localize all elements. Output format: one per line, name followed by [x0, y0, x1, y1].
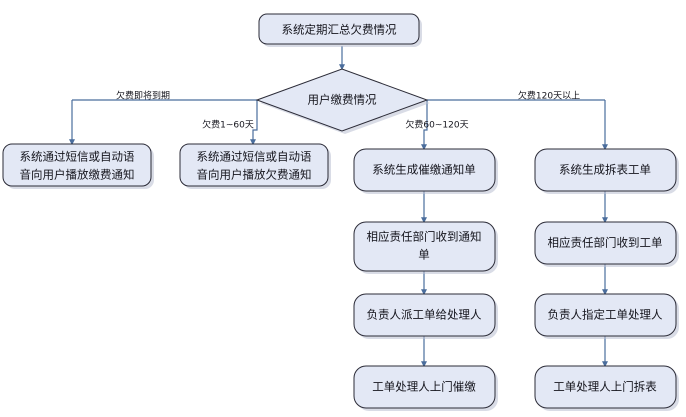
node-manager-dispatch-order-label: 负责人派工单给处理人 — [367, 308, 482, 322]
node-summary-box — [258, 13, 420, 45]
node-handler-onsite-dunning[interactable]: 工单处理人上门催缴 — [353, 365, 498, 411]
node-department-receives-order-box — [534, 221, 677, 265]
edge-decision-to-sms-arrears-notice — [250, 100, 258, 146]
node-sms-payment-notice-label-line1: 系统通过短信或自动语 — [20, 150, 135, 164]
node-handler-onsite-removal-box — [534, 365, 677, 409]
node-generate-meter-removal-order-label: 系统生成拆表工单 — [559, 163, 651, 177]
connector-layer — [69, 46, 608, 368]
node-sms-payment-notice[interactable]: 系统通过短信或自动语 音向用户播放缴费通知 — [2, 143, 154, 189]
node-department-receives-order-label: 相应责任部门收到工单 — [548, 236, 663, 250]
node-manager-dispatch-order-box — [353, 293, 496, 337]
node-handler-onsite-removal[interactable]: 工单处理人上门拆表 — [534, 365, 679, 411]
node-handler-onsite-dunning-box — [353, 365, 496, 409]
edge-label-layer: 欠费即将到期 欠费1~60天 欠费60~120天 欠费120天以上 — [116, 90, 580, 131]
node-handler-onsite-removal-label: 工单处理人上门拆表 — [553, 380, 657, 394]
node-generate-meter-removal-order-box — [534, 148, 677, 192]
node-generate-meter-removal-order[interactable]: 系统生成拆表工单 — [534, 148, 679, 194]
node-manager-assign-handler-box — [534, 293, 677, 337]
node-department-receives-notice[interactable]: 相应责任部门收到通知 单 — [353, 221, 498, 274]
node-summary[interactable]: 系统定期汇总欠费情况 — [258, 13, 422, 47]
node-sms-arrears-notice-label-line1: 系统通过短信或自动语 — [197, 150, 312, 164]
node-decision-label: 用户缴费情况 — [308, 93, 377, 107]
node-decision-diamond — [255, 68, 429, 132]
edge-label-120-plus: 欠费120天以上 — [518, 90, 580, 102]
node-generate-dunning-notice-box — [353, 148, 496, 192]
edge-label-60-120: 欠费60~120天 — [405, 119, 468, 131]
node-manager-dispatch-order[interactable]: 负责人派工单给处理人 — [353, 293, 498, 339]
node-sms-arrears-notice-box — [179, 143, 329, 187]
edge-label-1-60: 欠费1~60天 — [202, 119, 254, 131]
node-summary-label: 系统定期汇总欠费情况 — [282, 23, 397, 37]
node-sms-payment-notice-label-line2: 音向用户播放缴费通知 — [20, 168, 135, 182]
node-generate-dunning-notice[interactable]: 系统生成催缴通知单 — [353, 148, 498, 194]
node-department-receives-notice-label-line2: 单 — [418, 248, 430, 262]
edge-decision-to-generate-dunning-notice — [421, 100, 428, 151]
node-handler-onsite-dunning-label: 工单处理人上门催缴 — [372, 380, 476, 394]
node-sms-arrears-notice[interactable]: 系统通过短信或自动语 音向用户播放欠费通知 — [179, 143, 331, 189]
node-sms-payment-notice-box — [2, 143, 152, 187]
edge-label-overdue-soon: 欠费即将到期 — [116, 90, 170, 102]
node-manager-assign-handler[interactable]: 负责人指定工单处理人 — [534, 293, 679, 339]
node-department-receives-order[interactable]: 相应责任部门收到工单 — [534, 221, 679, 267]
node-decision[interactable]: 用户缴费情况 — [255, 68, 430, 134]
node-sms-arrears-notice-label-line2: 音向用户播放欠费通知 — [197, 168, 312, 182]
node-manager-assign-handler-label: 负责人指定工单处理人 — [548, 308, 663, 322]
node-department-receives-notice-box — [353, 221, 496, 272]
node-generate-dunning-notice-label: 系统生成催缴通知单 — [372, 163, 476, 177]
node-department-receives-notice-label-line1: 相应责任部门收到通知 — [367, 230, 482, 244]
